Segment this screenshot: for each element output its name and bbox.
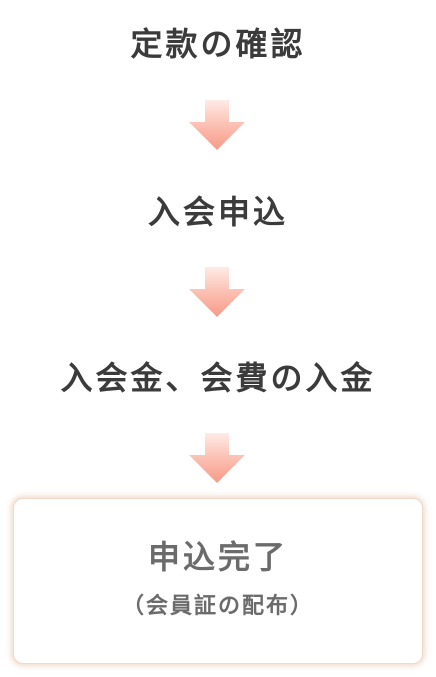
final-step-title: 申込完了 <box>147 538 288 576</box>
arrow-down-icon <box>189 433 245 483</box>
final-step-box: 申込完了 （会員証の配布） <box>13 498 423 664</box>
arrow-down-icon <box>189 100 245 150</box>
step-membership-application: 入会申込 <box>147 193 288 231</box>
step-articles-confirmation: 定款の確認 <box>130 25 306 63</box>
final-step-subtitle: （会員証の配布） <box>121 593 314 619</box>
step-fee-payment: 入会金、会費の入金 <box>60 359 376 397</box>
arrow-down-icon <box>189 267 245 317</box>
